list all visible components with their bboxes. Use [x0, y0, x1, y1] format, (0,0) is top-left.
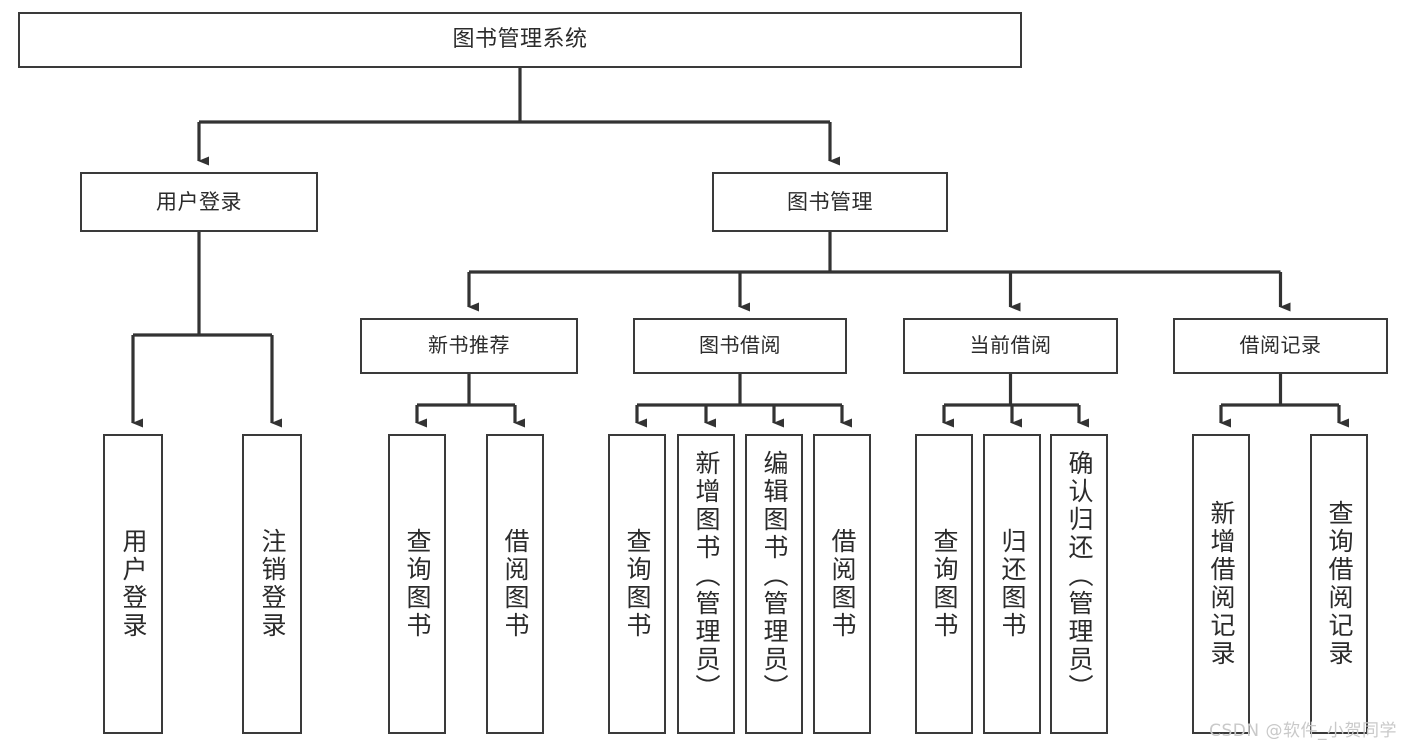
node-leaf-add-record-label: 新增借阅记录: [1207, 500, 1236, 668]
node-leaf-query-book-1[interactable]: 查询图书: [388, 434, 446, 734]
node-leaf-logout[interactable]: 注销登录: [242, 434, 302, 734]
node-current-borrow[interactable]: 当前借阅: [903, 318, 1118, 374]
node-leaf-query-record-label: 查询借阅记录: [1325, 500, 1354, 668]
node-book-manage[interactable]: 图书管理: [712, 172, 948, 232]
watermark: CSDN @软件_小贺同学: [1209, 721, 1397, 741]
node-leaf-borrow-book-1[interactable]: 借阅图书: [486, 434, 544, 734]
node-leaf-add-book[interactable]: 新增图书（管理员）: [677, 434, 735, 734]
node-leaf-borrow-book-2[interactable]: 借阅图书: [813, 434, 871, 734]
node-leaf-query-book-3-label: 查询图书: [930, 528, 959, 640]
node-root[interactable]: 图书管理系统: [18, 12, 1022, 68]
node-leaf-return-book[interactable]: 归还图书: [983, 434, 1041, 734]
node-current-borrow-label: 当前借阅: [969, 333, 1052, 358]
node-leaf-confirm-return[interactable]: 确认归还（管理员）: [1050, 434, 1108, 734]
node-book-manage-label: 图书管理: [787, 189, 873, 214]
node-leaf-add-record[interactable]: 新增借阅记录: [1192, 434, 1250, 734]
node-leaf-query-record[interactable]: 查询借阅记录: [1310, 434, 1368, 734]
node-borrow-record[interactable]: 借阅记录: [1173, 318, 1388, 374]
node-root-label: 图书管理系统: [452, 27, 588, 53]
node-new-book-recommend-label: 新书推荐: [428, 333, 510, 358]
node-leaf-add-book-label: 新增图书（管理员）: [692, 450, 721, 702]
node-borrow-record-label: 借阅记录: [1239, 333, 1322, 358]
node-leaf-user-login-label: 用户登录: [119, 528, 148, 640]
node-leaf-query-book-2[interactable]: 查询图书: [608, 434, 666, 734]
node-leaf-edit-book[interactable]: 编辑图书（管理员）: [745, 434, 803, 734]
node-leaf-return-book-label: 归还图书: [998, 528, 1027, 640]
node-leaf-query-book-3[interactable]: 查询图书: [915, 434, 973, 734]
node-new-book-recommend[interactable]: 新书推荐: [360, 318, 578, 374]
node-leaf-query-book-1-label: 查询图书: [403, 528, 432, 640]
node-leaf-user-login[interactable]: 用户登录: [103, 434, 163, 734]
node-leaf-edit-book-label: 编辑图书（管理员）: [760, 450, 789, 702]
node-leaf-query-book-2-label: 查询图书: [623, 528, 652, 640]
node-book-borrow-label: 图书借阅: [699, 333, 781, 358]
node-user-login[interactable]: 用户登录: [80, 172, 318, 232]
node-leaf-logout-label: 注销登录: [258, 528, 287, 640]
node-leaf-borrow-book-1-label: 借阅图书: [501, 528, 530, 640]
node-leaf-borrow-book-2-label: 借阅图书: [828, 528, 857, 640]
node-leaf-confirm-return-label: 确认归还（管理员）: [1065, 450, 1094, 702]
node-user-login-label: 用户登录: [156, 189, 242, 214]
node-book-borrow[interactable]: 图书借阅: [633, 318, 847, 374]
